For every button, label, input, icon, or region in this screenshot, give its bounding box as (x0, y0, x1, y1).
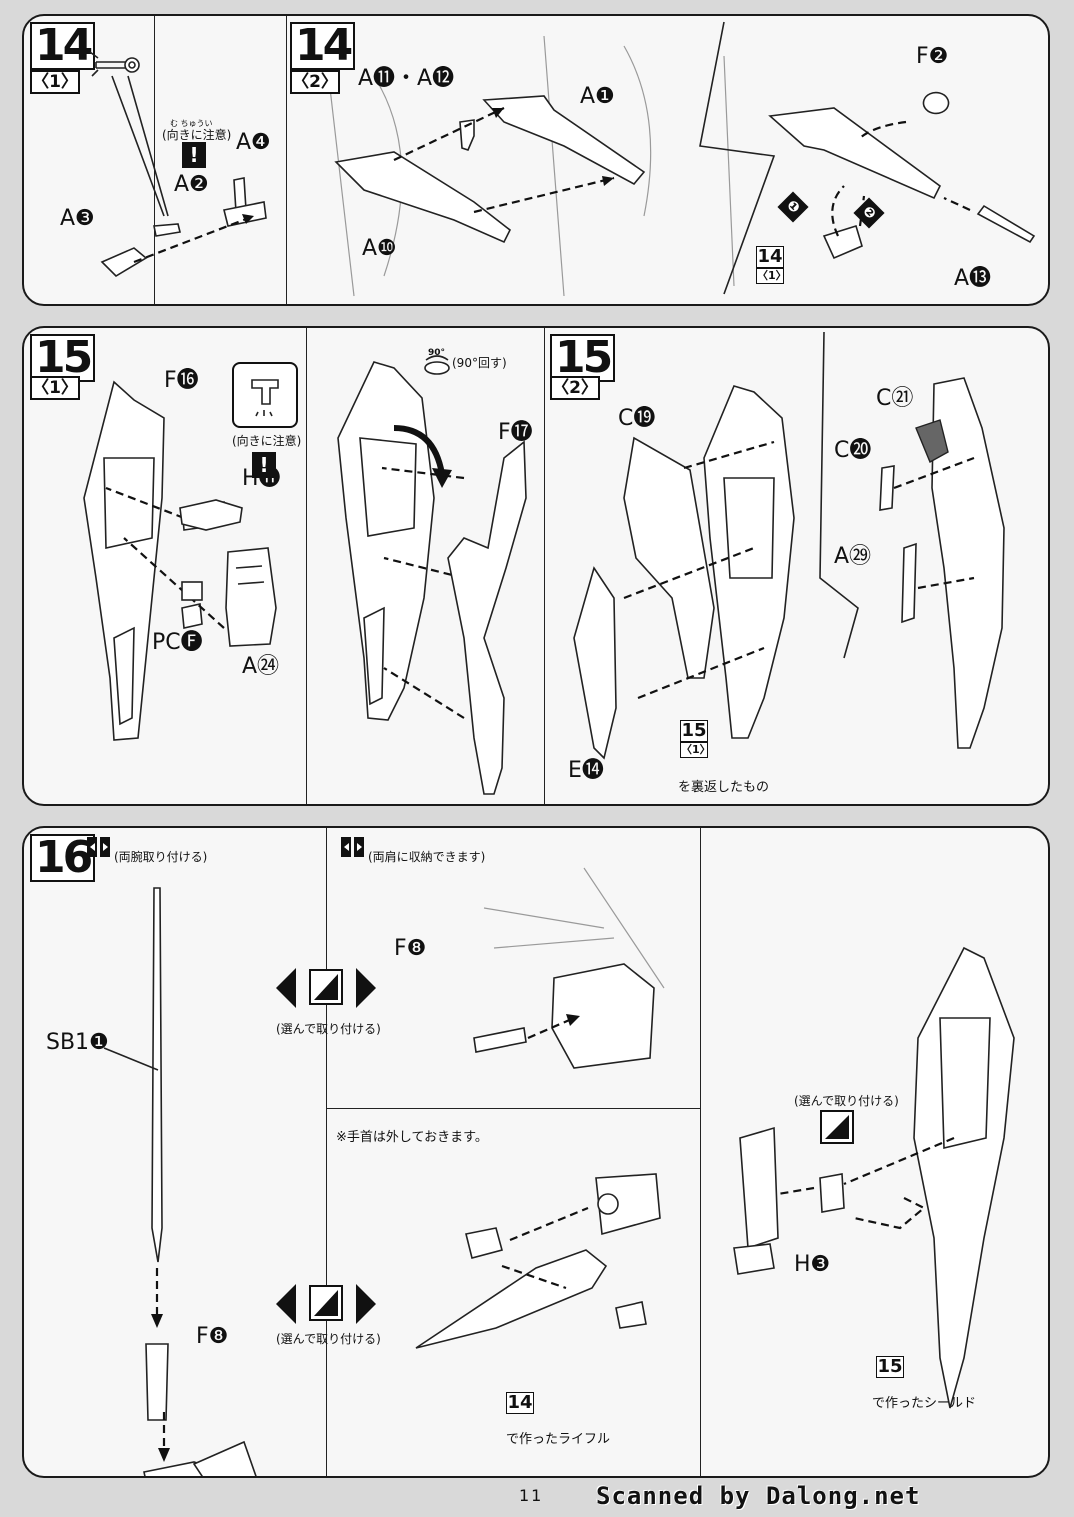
rifle-assembly-drawing (334, 95, 646, 244)
choose-arrow-icon (276, 968, 376, 1008)
part-label: SB1❶ (46, 1030, 109, 1055)
arm-shield-drawing (733, 946, 1015, 1409)
step-number: 14 (30, 22, 96, 70)
part-label: C⓴ (834, 438, 872, 463)
divider (544, 328, 545, 804)
part-f17-drawing (447, 440, 527, 795)
part-label: A❹ (236, 130, 271, 155)
reference-substep: 〈1〉 (680, 742, 711, 758)
divider (700, 828, 701, 1476)
step-number: 15 (550, 334, 616, 382)
page-number: 11 (519, 1486, 544, 1505)
part-label: F❽ (196, 1324, 229, 1349)
mode-note: (両肩に収納できます) (368, 850, 486, 864)
warning-icon: ! (182, 142, 206, 168)
part-label: C⓳ (618, 406, 656, 431)
divider (326, 1108, 700, 1109)
rotate-value: 90° (428, 348, 446, 358)
pin-part-icon (89, 51, 140, 77)
warning-icon: ! (252, 452, 276, 478)
hand-drawing (143, 1412, 257, 1476)
scan-credit: Scanned by Dalong.net (596, 1482, 921, 1510)
step-number: 14 (290, 22, 356, 70)
caution-note: (向きに注意) (162, 128, 232, 142)
connector-h11-drawing (179, 499, 243, 531)
step-16-panel: 16 (両腕取り付ける) (両肩に収納できます) SB1❶ F❽ (選んで取り付… (22, 826, 1050, 1478)
mode-icon (341, 837, 364, 857)
mode-icon (87, 837, 110, 857)
reference-step-number: 14 (756, 246, 784, 268)
part-label: A⓭ (954, 266, 992, 291)
part-a24-drawing (225, 547, 277, 647)
substep-label: 〈2〉 (550, 376, 600, 400)
part-label: A⓫・A⓬ (358, 66, 455, 91)
shoulder-storage-drawing (473, 867, 665, 1069)
part-label: A❸ (60, 206, 95, 231)
step15-divider-zigzag (819, 331, 859, 659)
caution-ruby: む ちゅうい (170, 119, 213, 128)
caution-note: (向きに注意) (232, 434, 302, 448)
substep-label: 〈2〉 (290, 70, 340, 94)
wrist-note: ※手首は外しておきます。 (336, 1130, 488, 1145)
part-label: A❿ (362, 236, 397, 261)
outer-shield-drawing (573, 385, 795, 760)
connector-part-icon (232, 362, 298, 428)
shield-inner-drawing (83, 380, 227, 741)
part-label: A❶ (580, 84, 615, 109)
rifle-caption: で作ったライフル (506, 1432, 611, 1447)
rotate-note: (90°回す) (452, 356, 507, 370)
arm-rifle-drawing (415, 1173, 661, 1349)
step-number: 16 (30, 834, 96, 882)
part-label: F❽ (394, 936, 427, 961)
step-number: 15 (30, 334, 96, 382)
part-label: F⓱ (498, 420, 533, 445)
part-label: A㉔ (242, 654, 280, 679)
divider (326, 828, 327, 1476)
reference-step-number: 15 (876, 1356, 904, 1378)
part-label: A㉙ (834, 544, 872, 569)
divider (306, 328, 307, 804)
select-note: (選んで取り付ける) (794, 1094, 899, 1108)
divider (286, 16, 287, 304)
beam-saber-drawing (151, 887, 163, 1328)
mode-note: (両腕取り付ける) (114, 850, 208, 864)
reference-caption: を裏返したもの (678, 780, 770, 795)
leader-line (111, 75, 169, 217)
shield-caption: で作ったシールド (872, 1396, 977, 1411)
shield-inner-rotated-drawing (337, 361, 465, 721)
select-note: (選んで取り付ける) (276, 1332, 381, 1346)
divider (154, 16, 155, 304)
part-label: F⓰ (164, 368, 199, 393)
rifle-complete-drawing (768, 91, 1036, 260)
step14-divider-zigzag (699, 21, 776, 295)
substep-label: 〈1〉 (30, 376, 80, 400)
choose-arrow-icon (276, 1284, 376, 1324)
reference-step-number: 14 (506, 1392, 534, 1414)
substep-label: 〈1〉 (30, 70, 80, 94)
grip-parts-drawing (100, 177, 267, 278)
rotate-icon (424, 355, 450, 375)
part-pcf-drawing (181, 581, 203, 601)
select-note: (選んで取り付ける) (276, 1022, 381, 1036)
leader-line (103, 1047, 159, 1071)
part-label: A❷ (174, 172, 209, 197)
saber-hilt-drawing (145, 1343, 169, 1421)
step-15-panel: 15 〈1〉 F⓰ H⓫ PC🅕 A㉔ F⓱ (向きに注意) ! 90° (90… (22, 326, 1050, 806)
part-label: F❷ (916, 44, 949, 69)
shield-complete-drawing (879, 377, 1005, 749)
choose-icon (820, 1110, 854, 1144)
part-label: C㉑ (876, 386, 914, 411)
reference-substep: 〈1〉 (756, 268, 787, 284)
part-label: PC🅕 (152, 630, 203, 655)
part-label: E⓮ (568, 758, 604, 783)
part-label: H❸ (794, 1252, 831, 1277)
step-14-panel: 14 〈1〉 む ちゅうい (向きに注意) ! A❸ A❷ A❹ 14 〈2〉 … (22, 14, 1050, 306)
reference-step-number: 15 (680, 720, 708, 742)
